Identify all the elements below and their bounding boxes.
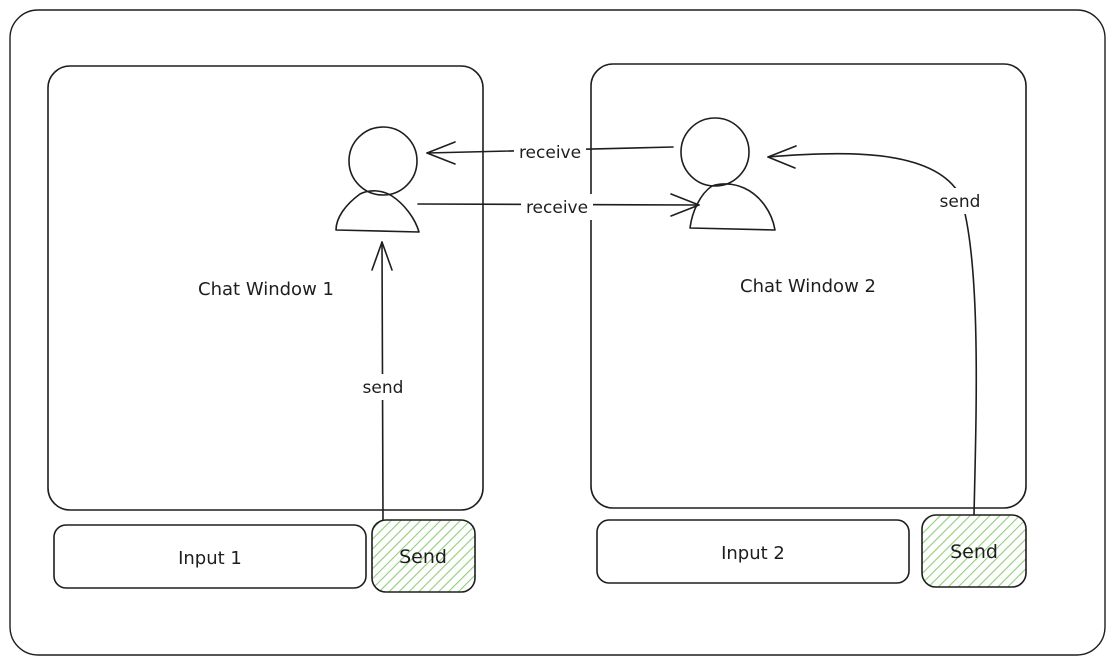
send-button-1[interactable] [371,519,476,593]
chat-window-2-label: Chat Window 2 [740,276,876,297]
send-arrow-2-label: send [940,192,981,212]
input-1-box[interactable] [53,524,367,589]
receive-arrow-bottom-label: receive [526,198,588,218]
send-button-1-label: Send [399,546,447,568]
user-icon [335,126,420,233]
input-2-box[interactable] [596,519,910,584]
chat-window-2 [590,63,1027,509]
input-1-label: Input 1 [178,548,242,569]
receive-arrow-top-label: receive [519,143,581,163]
input-2-label: Input 2 [721,543,785,564]
send-arrow-1-label: send [363,378,404,398]
send-button-2-label: Send [950,541,998,563]
chat-window-1-label: Chat Window 1 [198,279,334,300]
